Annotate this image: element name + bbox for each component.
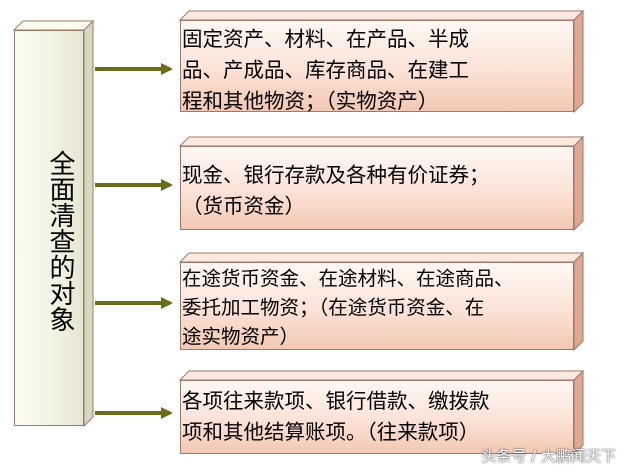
item-box-3-front-face [180, 262, 574, 350]
item-text-2: 现金、银行存款及各种有价证券； （货币资金） [182, 163, 490, 218]
item-box-2: 现金、银行存款及各种有价证券； （货币资金） [178, 135, 585, 232]
root-node: 全面清查的对象 [12, 19, 95, 428]
item-box-2-side-face [573, 135, 584, 232]
item-box-1-side-face [573, 9, 584, 114]
item-box-3: 在途货币资金、在途材料、在途商品、 委托加工物资；（在途货币资金、在 途实物资产… [178, 251, 585, 352]
item-text-4: 各项往来款项、银行借款、缴拨款 项和其他结算账项。（往来款项） [182, 389, 490, 444]
item-box-2-front-face [180, 146, 574, 230]
item-box-4-side-face [573, 369, 584, 456]
item-box-1: 固定资产、材料、在产品、半成 品、产成品、库存商品、在建工 程和其他物资；（实物… [178, 9, 585, 114]
item-text-1: 固定资产、材料、在产品、半成 品、产成品、库存商品、在建工 程和其他物资；（实物… [182, 27, 469, 113]
root-label: 全面清查的对象 [45, 150, 75, 332]
item-box-4-front-face [180, 380, 574, 454]
item-box-4: 各项往来款项、银行借款、缴拨款 项和其他结算账项。（往来款项） [178, 369, 585, 456]
watermark: 头条号 / 大鹏闻天下 [481, 447, 616, 465]
root-node-side-face [83, 19, 94, 428]
item-box-1-front-face [180, 20, 574, 112]
item-box-3-side-face [573, 251, 584, 352]
root-node-front-face [14, 30, 84, 426]
item-text-3: 在途货币资金、在途材料、在途商品、 委托加工物资；（在途货币资金、在 途实物资产… [182, 267, 514, 348]
